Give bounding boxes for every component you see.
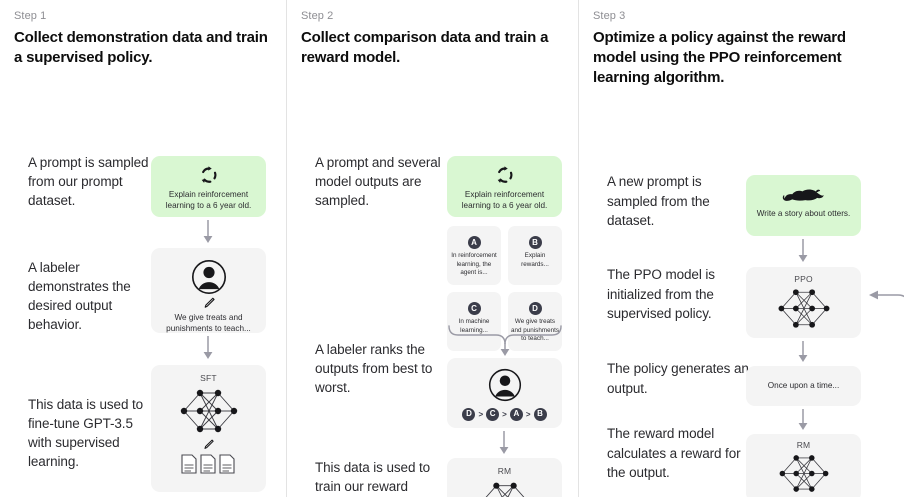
arrow-prompt-to-ppo — [797, 239, 809, 265]
option-badge-a: A — [467, 236, 481, 250]
labeler-card-1-text: We give treats and punishments to teach.… — [166, 312, 251, 334]
ranking-row-labeler: D > C > A > B — [447, 407, 562, 421]
option-text-a: In reinforcement learning, the agent is.… — [451, 252, 497, 277]
rm-label-3: RM — [796, 440, 811, 451]
step-title-3: Optimize a policy against the reward mod… — [593, 29, 846, 86]
rank-gt-icon: > — [502, 409, 507, 419]
rm-model-card-2: RM — [447, 457, 562, 497]
ppo-label: PPO — [794, 274, 813, 285]
brace-merge-arrow-2 — [447, 323, 563, 359]
option-badge-c: C — [467, 302, 481, 316]
option-text-b: Explain rewards... — [521, 252, 549, 268]
step-title-2: Collect comparison data and train a rewa… — [301, 29, 549, 66]
refresh-cycle-icon — [447, 165, 562, 185]
rank-badge-4: B — [533, 407, 547, 421]
caption-3-1: A new prompt is sampled from the dataset… — [607, 174, 710, 228]
rank-gt-icon: > — [478, 409, 484, 419]
prompt-card-1-text: Explain reinforcement learning to a 6 ye… — [165, 189, 252, 211]
pencil-icon — [151, 438, 266, 451]
caption-3-3: The policy generates an output. — [607, 361, 749, 396]
caption-3-2: The PPO model is initialized from the su… — [607, 267, 715, 321]
ppo-model-card: PPO — [746, 267, 861, 339]
caption-1-2: A labeler demonstrates the desired outpu… — [28, 259, 131, 333]
rank-gt-icon: > — [525, 409, 531, 419]
output-option-b[interactable]: B Explain rewards... — [508, 225, 562, 285]
policy-output-card: Once upon a time... — [746, 366, 861, 407]
neural-network-icon — [447, 478, 562, 497]
documents-icon — [151, 453, 266, 475]
step-label-1: Step 1 — [14, 10, 47, 22]
neural-network-icon — [746, 451, 861, 496]
step-label-3: Step 3 — [593, 10, 626, 22]
policy-output-text: Once upon a time... — [767, 381, 840, 391]
caption-2-1: A prompt and several model outputs are s… — [315, 154, 441, 208]
caption-1-3: This data is used to fine-tune GPT-3.5 w… — [28, 396, 144, 470]
model-outputs-grid: A In reinforcement learning, the agent i… — [447, 225, 562, 351]
option-badge-d: D — [528, 302, 542, 316]
output-option-a[interactable]: A In reinforcement learning, the agent i… — [447, 225, 501, 285]
column-step-1: Step 1 Collect demonstration data and tr… — [0, 0, 286, 497]
pencil-icon — [151, 296, 266, 310]
reward-to-ppo-update-arrow — [858, 283, 904, 497]
arrow-output-to-rm — [797, 409, 809, 433]
caption-3-4: The reward model calculates a reward for… — [607, 426, 741, 480]
step-label-2: Step 2 — [301, 10, 334, 22]
caption-1-1: A prompt is sampled from our prompt data… — [28, 154, 149, 208]
arrow-rank-to-rm-2 — [498, 430, 510, 457]
option-text-d: We give treats and punishments to teach.… — [511, 318, 559, 343]
prompt-card-2-text: Explain reinforcement learning to a 6 ye… — [461, 189, 548, 211]
caption-2-3: This data is used to train our reward mo… — [315, 459, 431, 494]
option-text-c: In machine learning... — [458, 318, 490, 334]
neural-network-icon — [746, 285, 861, 332]
arrow-labeler-to-sft-1 — [202, 335, 214, 362]
rank-badge-1: D — [462, 407, 476, 421]
rank-badge-2: C — [486, 407, 500, 421]
rm-label-2: RM — [497, 465, 512, 476]
sft-label: SFT — [200, 372, 217, 383]
otter-icon — [746, 185, 861, 205]
column-step-3: Step 3 Optimize a policy against the rew… — [578, 0, 904, 497]
person-avatar-icon — [447, 368, 562, 402]
column-step-2: Step 2 Collect comparison data and train… — [286, 0, 578, 497]
prompt-card-1: Explain reinforcement learning to a 6 ye… — [151, 155, 266, 217]
neural-network-icon — [151, 385, 266, 437]
labeler-card-1: We give treats and punishments to teach.… — [151, 247, 266, 334]
step-title-1: Collect demonstration data and train a s… — [14, 29, 268, 66]
caption-2-2: A labeler ranks the outputs from best to… — [315, 341, 433, 395]
person-avatar-icon — [151, 259, 266, 295]
output-option-d[interactable]: D We give treats and punishments to teac… — [508, 291, 562, 351]
output-option-c[interactable]: C In machine learning... — [447, 291, 501, 351]
option-badge-b: B — [528, 236, 542, 250]
new-prompt-card-text: Write a story about otters. — [756, 209, 851, 219]
prompt-card-2: Explain reinforcement learning to a 6 ye… — [447, 155, 562, 217]
refresh-cycle-icon — [151, 165, 266, 185]
labeler-rank-card: D > C > A > B — [447, 357, 562, 428]
arrow-prompt-to-labeler-1 — [202, 219, 214, 246]
rank-badge-3: A — [509, 407, 523, 421]
arrow-ppo-to-output — [797, 341, 809, 365]
rm-model-card-3: RM — [746, 434, 861, 497]
new-prompt-card: Write a story about otters. — [746, 175, 861, 237]
sft-model-card-1: SFT — [151, 364, 266, 492]
